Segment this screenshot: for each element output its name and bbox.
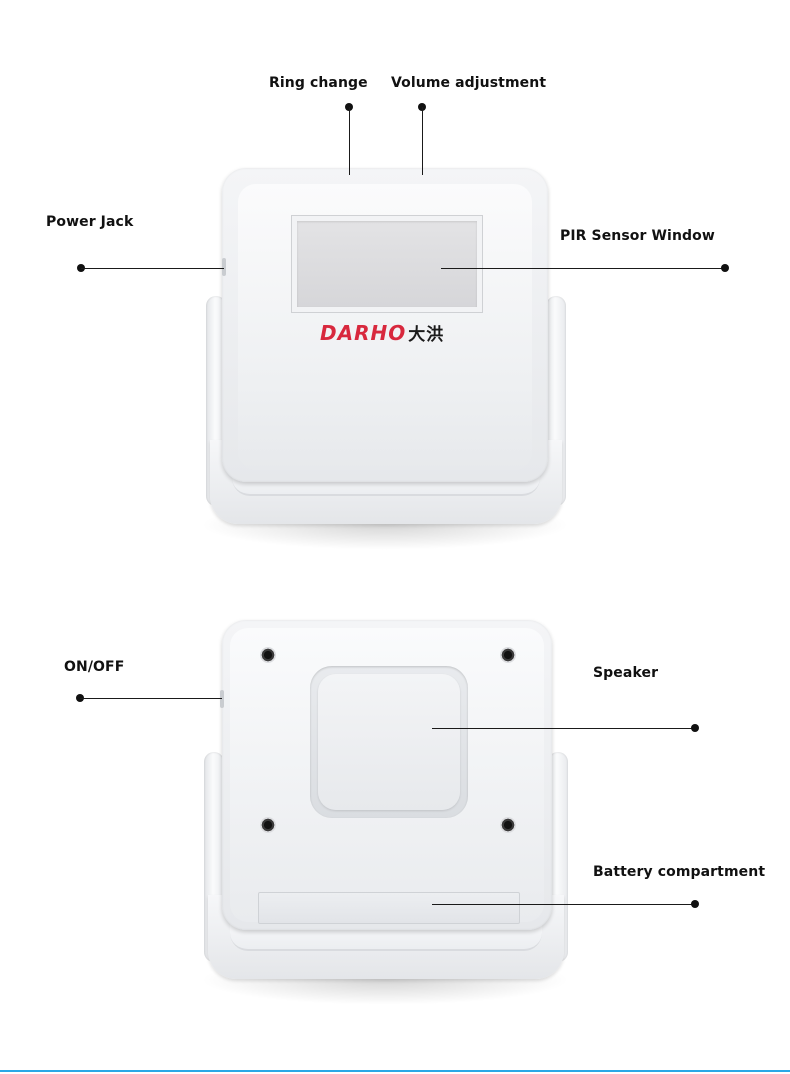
line-battery-compartment [432,904,695,905]
screw-top-left [260,647,276,663]
logo-brand-text: DARHO [320,321,407,345]
label-on-off: ON/OFF [64,659,125,675]
bottom-accent-rule [0,1070,790,1072]
screw-bottom-right [500,817,516,833]
on-off-switch [220,690,224,708]
line-speaker [432,728,695,729]
label-battery-compartment: Battery compartment [593,864,766,880]
label-speaker: Speaker [593,665,659,681]
dot-battery-compartment [691,900,699,908]
logo-chinese-text: 大洪 [408,325,445,345]
label-power-jack: Power Jack [46,214,134,230]
line-ring-change [349,107,350,175]
screw-bottom-left [260,817,276,833]
line-power-jack [81,268,224,269]
line-volume-adjustment [422,107,423,175]
label-pir-sensor-window: PIR Sensor Window [560,228,715,244]
label-ring-change: Ring change [269,75,368,91]
label-volume-adjustment: Volume adjustment [391,75,547,91]
power-jack-port [222,258,226,276]
battery-compartment-cover [258,892,520,924]
line-pir-sensor-window [441,268,725,269]
speaker-grille-inner [318,674,460,810]
screw-top-right [500,647,516,663]
dot-speaker [691,724,699,732]
line-on-off [80,698,222,699]
pir-sensor-window [292,216,482,312]
dot-pir-sensor-window [721,264,729,272]
